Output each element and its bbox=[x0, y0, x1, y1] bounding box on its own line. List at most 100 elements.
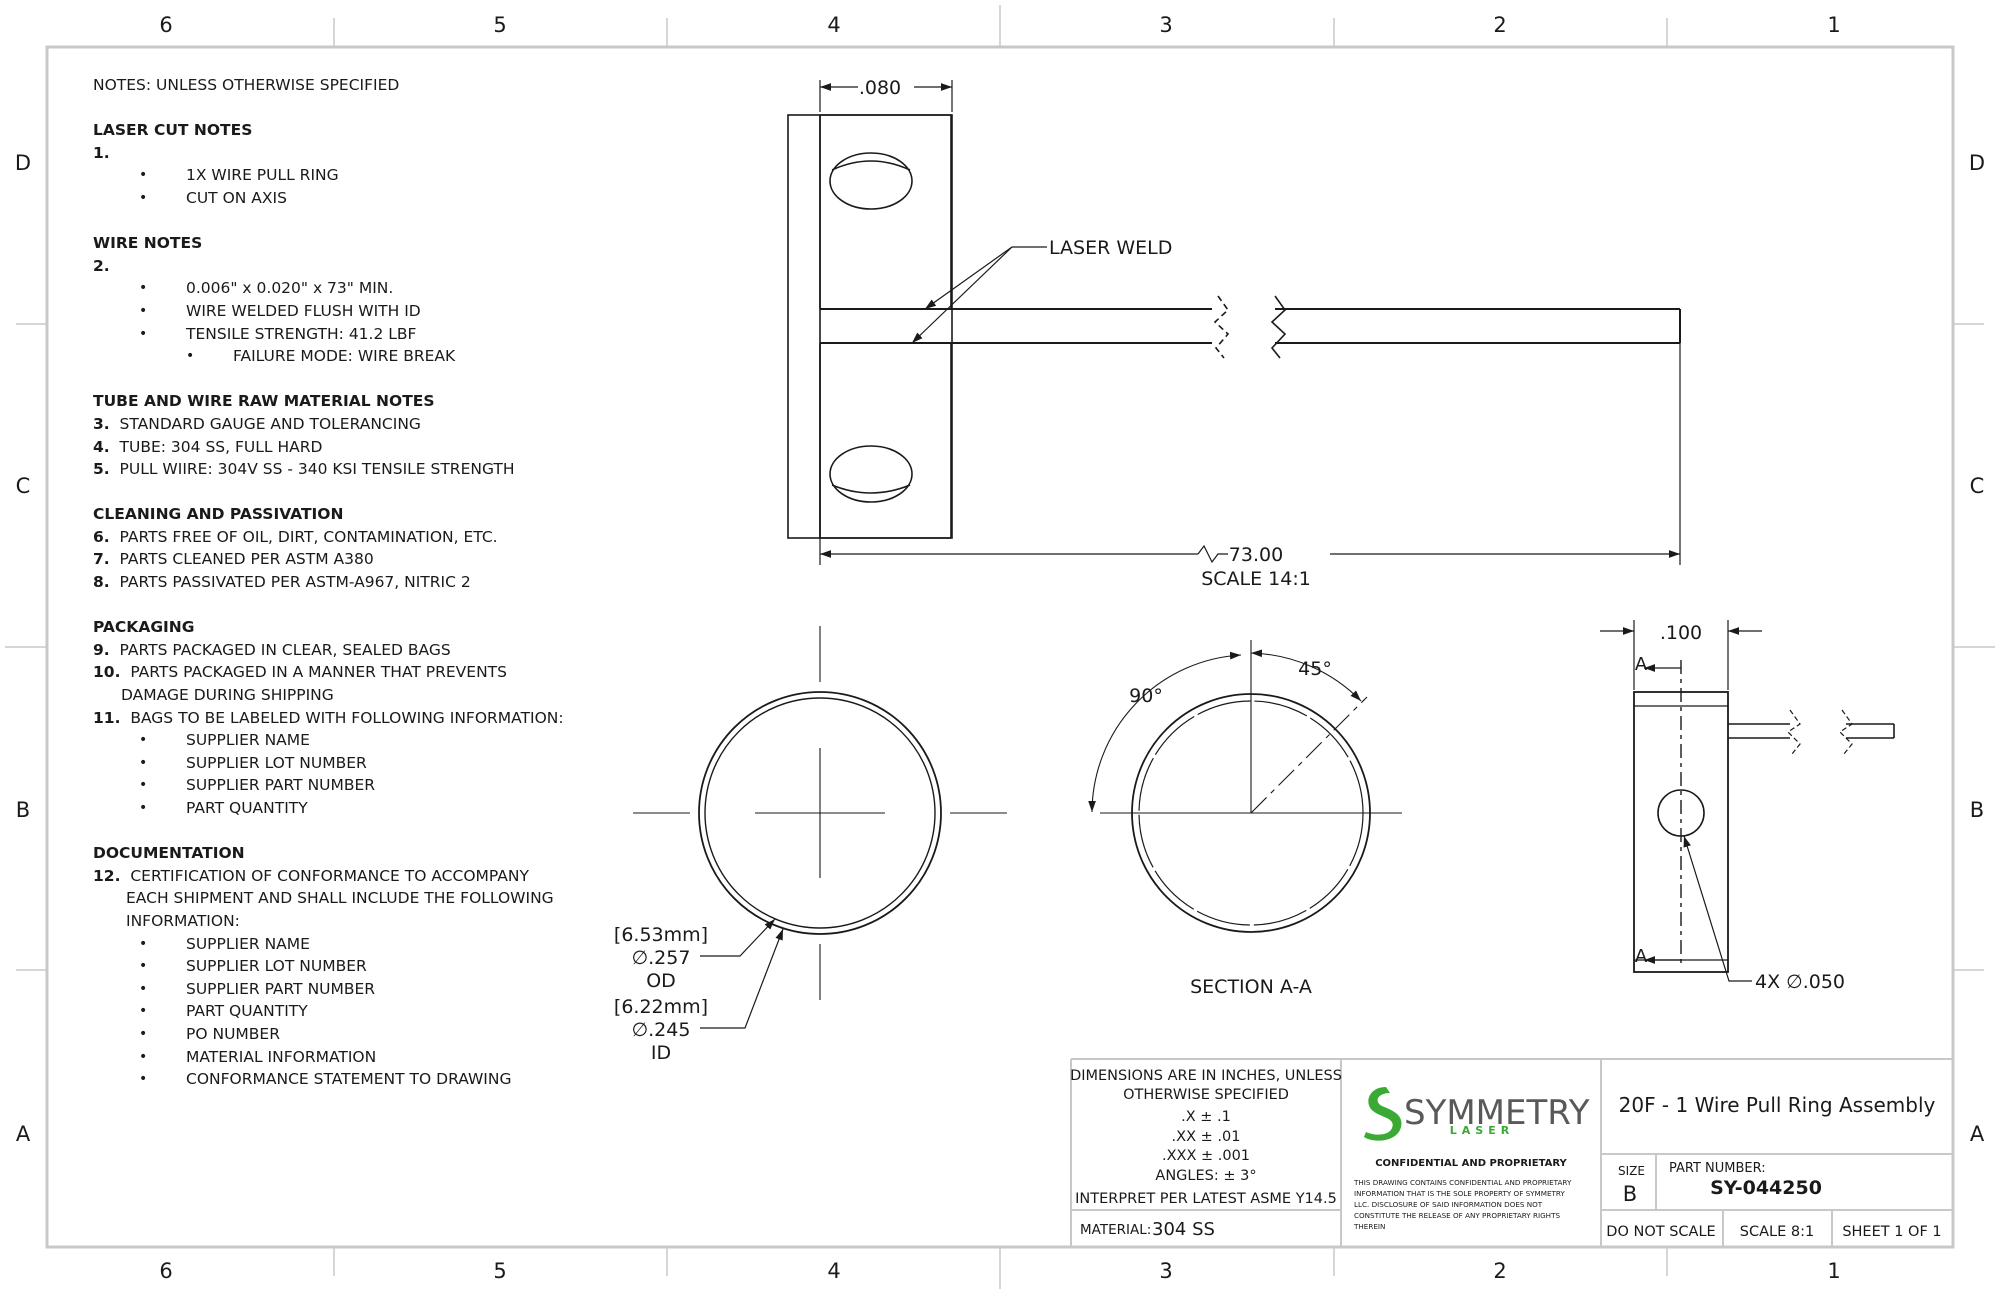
end-view bbox=[633, 626, 1007, 1029]
ring-hole-bottom bbox=[829, 445, 913, 503]
note-1-item-2: •CUT ON AXIS bbox=[139, 188, 287, 207]
note-1-number: 1. bbox=[93, 143, 110, 162]
id-mm: [6.22mm] bbox=[614, 996, 708, 1018]
logo-s-mark bbox=[1364, 1087, 1402, 1141]
note-5: 5. PULL WIIRE: 304V SS - 340 KSI TENSILE… bbox=[93, 460, 515, 479]
note-2-item-2: •WIRE WELDED FLUSH WITH ID bbox=[139, 301, 421, 320]
note-11-item-1: •SUPPLIER NAME bbox=[139, 731, 310, 750]
packaging-heading: PACKAGING bbox=[93, 618, 195, 637]
note-11-item-4: •PART QUANTITY bbox=[139, 799, 308, 817]
material-label: MATERIAL: bbox=[1080, 1222, 1151, 1238]
section-label: SECTION A-A bbox=[1190, 976, 1312, 998]
section-view bbox=[1088, 640, 1402, 933]
title-block bbox=[1070, 1058, 1953, 1247]
zone-row-right-a: A bbox=[1970, 1122, 1985, 1146]
note-12: 12. CERTIFICATION OF CONFORMANCE TO ACCO… bbox=[93, 866, 529, 885]
zone-col-top-5: 2 bbox=[1493, 13, 1506, 37]
title-block-scale: SCALE 8:1 bbox=[1740, 1224, 1814, 1240]
note-12-continued-2: INFORMATION: bbox=[126, 911, 240, 930]
confidential-heading: CONFIDENTIAL AND PROPRIETARY bbox=[1375, 1158, 1567, 1169]
zone-row-left-c: C bbox=[16, 474, 31, 498]
top-view bbox=[787, 80, 1681, 565]
note-11-item-3: •SUPPLIER PART NUMBER bbox=[139, 776, 376, 795]
note-10-continued: DAMAGE DURING SHIPPING bbox=[121, 686, 334, 705]
note-12-item-2: •SUPPLIER LOT NUMBER bbox=[139, 957, 367, 976]
do-not-scale: DO NOT SCALE bbox=[1606, 1224, 1715, 1240]
confidential-text: THIS DRAWING CONTAINS CONFIDENTIAL AND P… bbox=[1353, 1178, 1572, 1231]
note-12-continued-1: EACH SHIPMENT AND SHALL INCLUDE THE FOLL… bbox=[126, 889, 554, 908]
notes-block: NOTES: UNLESS OTHERWISE SPECIFIED LASER … bbox=[93, 74, 613, 1091]
side-view bbox=[1600, 620, 1895, 982]
size-value: B bbox=[1623, 1182, 1637, 1206]
zone-labels: 6 5 4 3 2 1 6 5 4 3 2 1 D C B A D C B A bbox=[15, 13, 1985, 1283]
zone-col-top-2: 5 bbox=[493, 13, 506, 37]
section-angle-90: 90° bbox=[1129, 685, 1163, 707]
logo-wordmark: SYMMETRY bbox=[1404, 1093, 1590, 1133]
drawing-title: 20F - 1 Wire Pull Ring Assembly bbox=[1619, 1093, 1936, 1117]
zone-col-bottom-5: 2 bbox=[1493, 1259, 1506, 1283]
ring-bg-mask bbox=[821, 116, 951, 537]
note-2-item-1: •0.006" x 0.020" x 73" MIN. bbox=[139, 279, 394, 298]
tolerance-line-6: ANGLES: ± 3° bbox=[1155, 1168, 1256, 1184]
note-12-item-5: •PO NUMBER bbox=[139, 1024, 280, 1043]
zone-col-top-3: 4 bbox=[827, 13, 840, 37]
documentation-heading: DOCUMENTATION bbox=[93, 844, 245, 863]
size-label: SIZE bbox=[1618, 1164, 1645, 1178]
zone-col-top-6: 1 bbox=[1827, 13, 1840, 37]
logo-subtext: LASER bbox=[1450, 1124, 1514, 1137]
part-number: SY-044250 bbox=[1710, 1177, 1822, 1199]
tolerance-line-4: .XX ± .01 bbox=[1172, 1129, 1241, 1145]
note-12-item-7: •CONFORMANCE STATEMENT TO DRAWING bbox=[139, 1070, 512, 1089]
top-view-width-dim: .080 bbox=[859, 77, 901, 99]
confidential-line-4: CONSTITUTE THE RELEASE OF ANY PROPRIETAR… bbox=[1354, 1211, 1560, 1220]
side-hole bbox=[1657, 789, 1705, 837]
zone-col-bottom-2: 5 bbox=[493, 1259, 506, 1283]
od-label: OD bbox=[646, 970, 676, 992]
zone-col-bottom-4: 3 bbox=[1159, 1259, 1172, 1283]
material-value: 304 SS bbox=[1152, 1219, 1215, 1240]
zone-row-left-b: B bbox=[16, 798, 30, 822]
note-2-item-3: •TENSILE STRENGTH: 41.2 LBF bbox=[139, 324, 417, 343]
note-3: 3. STANDARD GAUGE AND TOLERANCING bbox=[93, 414, 421, 433]
wire-break-left bbox=[1213, 295, 1230, 359]
tube-id-circle bbox=[704, 697, 936, 929]
od-mm: [6.53mm] bbox=[614, 924, 708, 946]
laser-weld-label: LASER WELD bbox=[1049, 237, 1172, 259]
zone-row-right-d: D bbox=[1969, 151, 1985, 175]
note-1-item-1: •1X WIRE PULL RING bbox=[139, 166, 339, 185]
note-9: 9. PARTS PACKAGED IN CLEAR, SEALED BAGS bbox=[93, 640, 451, 659]
tolerance-line-3: .X ± .1 bbox=[1181, 1109, 1231, 1125]
zone-row-left-a: A bbox=[16, 1122, 31, 1146]
tolerance-line-2: OTHERWISE SPECIFIED bbox=[1123, 1087, 1289, 1103]
note-8: 8. PARTS PASSIVATED PER ASTM-A967, NITRI… bbox=[93, 573, 471, 592]
note-2-subitem: •FAILURE MODE: WIRE BREAK bbox=[186, 347, 456, 366]
company-logo: SYMMETRY LASER bbox=[1364, 1087, 1590, 1141]
hole-callout: 4X ∅.050 bbox=[1755, 971, 1845, 993]
note-2-number: 2. bbox=[93, 256, 110, 275]
note-7: 7. PARTS CLEANED PER ASTM A380 bbox=[93, 550, 374, 569]
confidential-line-5: THEREIN bbox=[1353, 1222, 1385, 1231]
top-view-scale: SCALE 14:1 bbox=[1201, 568, 1311, 590]
id-label: ID bbox=[651, 1042, 671, 1064]
laser-cut-heading: LASER CUT NOTES bbox=[93, 121, 253, 140]
note-11-item-2: •SUPPLIER LOT NUMBER bbox=[139, 753, 367, 772]
zone-col-top-4: 3 bbox=[1159, 13, 1172, 37]
zone-col-bottom-3: 4 bbox=[827, 1259, 840, 1283]
id-value: ∅.245 bbox=[632, 1019, 691, 1041]
raw-material-heading: TUBE AND WIRE RAW MATERIAL NOTES bbox=[93, 392, 435, 411]
zone-ticks bbox=[5, 5, 1995, 1289]
sheet-number: SHEET 1 OF 1 bbox=[1842, 1224, 1941, 1240]
od-value: ∅.257 bbox=[632, 947, 691, 969]
tube-od-circle bbox=[698, 691, 942, 935]
note-10: 10. PARTS PACKAGED IN A MANNER THAT PREV… bbox=[93, 663, 507, 682]
zone-row-right-c: C bbox=[1970, 474, 1985, 498]
ring-hole-top bbox=[829, 152, 913, 210]
side-width-dim: .100 bbox=[1660, 622, 1702, 644]
tolerance-line-5: .XXX ± .001 bbox=[1162, 1148, 1250, 1164]
note-12-item-3: •SUPPLIER PART NUMBER bbox=[139, 979, 376, 998]
zone-col-top-1: 6 bbox=[159, 13, 172, 37]
cleaning-heading: CLEANING AND PASSIVATION bbox=[93, 505, 344, 524]
zone-row-left-d: D bbox=[15, 151, 31, 175]
section-mark-top: A bbox=[1635, 654, 1648, 675]
